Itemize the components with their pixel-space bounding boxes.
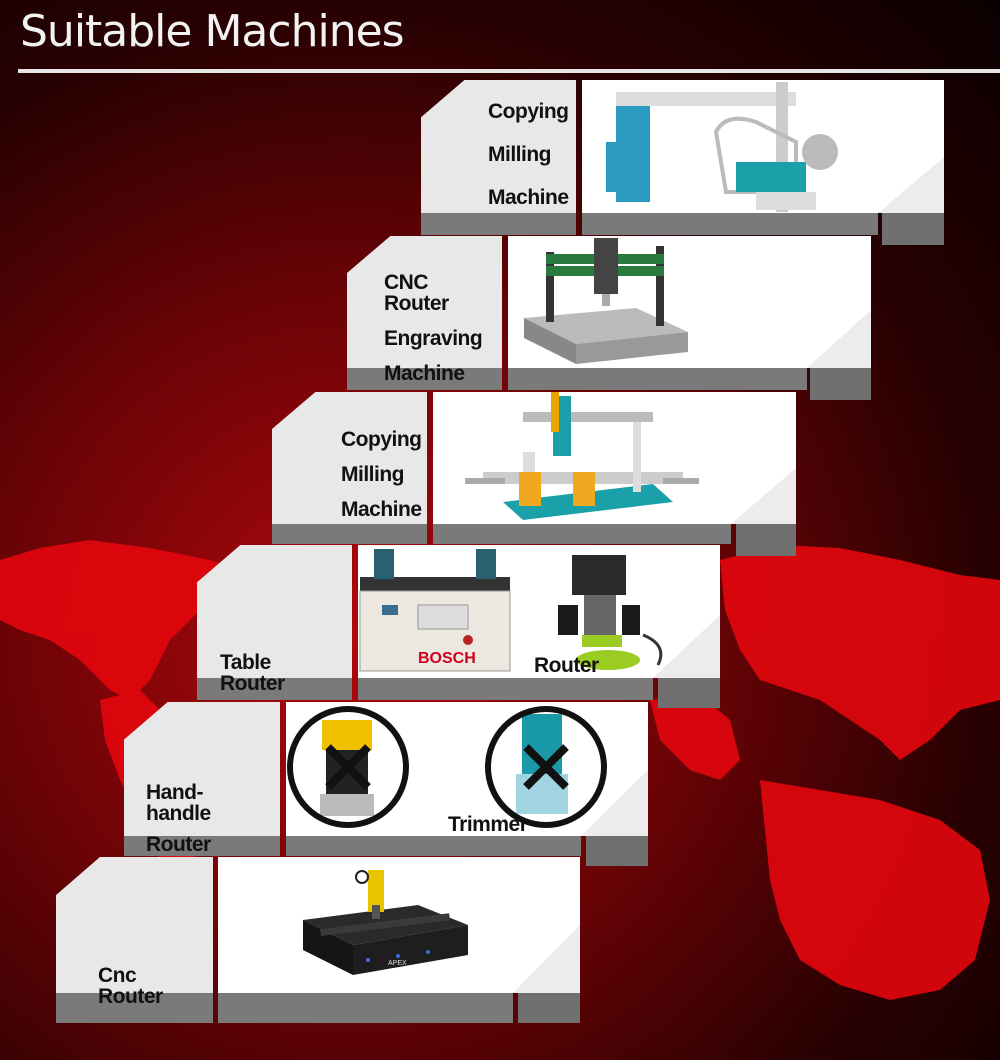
step-riser-shadow (658, 678, 720, 708)
step-riser-shadow (736, 524, 796, 556)
copying-milling-machine-photo (465, 392, 699, 520)
router-label: Router (534, 654, 599, 677)
step-label: Hand-handle Router (146, 781, 211, 856)
step-label: CNC Router Engraving Machine (384, 271, 483, 385)
step-label-block (124, 702, 280, 836)
step-shadow (124, 836, 280, 856)
step-shadow (347, 368, 502, 390)
step-shadow (582, 213, 878, 235)
step-label: Cnc Router (98, 964, 163, 1008)
step-label-block (347, 236, 502, 368)
step-shadow (358, 678, 653, 700)
step-shadow (197, 678, 352, 700)
desktop-cnc-engraver-photo (524, 238, 688, 364)
photo-panel: BOSCH Router (358, 545, 720, 678)
photo-panel: Trimmer (286, 702, 648, 836)
table-router-photo: BOSCH (359, 549, 663, 672)
step-riser-shadow (518, 993, 580, 1023)
svg-text:BOSCH: BOSCH (418, 650, 476, 667)
step-label-block (421, 80, 576, 213)
title-underline (18, 69, 1000, 73)
photo-panel (582, 80, 944, 213)
photo-panel (508, 236, 871, 368)
step-shadow (218, 993, 513, 1023)
step-shadow (272, 524, 427, 544)
step-label: Table Router (220, 651, 285, 695)
photo-panel: APEX (218, 857, 580, 993)
step-shadow (433, 524, 731, 544)
step-shadow (421, 213, 576, 235)
step-label-block (272, 392, 427, 524)
cnc-router-photo: APEX (303, 870, 468, 975)
trimmer-crossed-out-photo (287, 706, 607, 828)
step-shadow (508, 368, 807, 390)
copying-milling-machine-photo (606, 82, 838, 212)
page-title: Suitable Machines (20, 6, 405, 57)
step-shadow (56, 993, 213, 1023)
step-riser-shadow (882, 213, 944, 245)
step-riser-shadow (586, 836, 648, 866)
photo-panel (433, 392, 796, 524)
step-label-block (197, 545, 352, 678)
step-label-block (56, 857, 213, 993)
step-shadow (286, 836, 581, 856)
trimmer-label: Trimmer (448, 813, 528, 836)
step-label: Copying Milling Machine (341, 428, 422, 521)
step-label: Copying Milling Machine (488, 100, 569, 209)
step-riser-shadow (810, 368, 871, 400)
svg-text:APEX: APEX (388, 960, 407, 967)
